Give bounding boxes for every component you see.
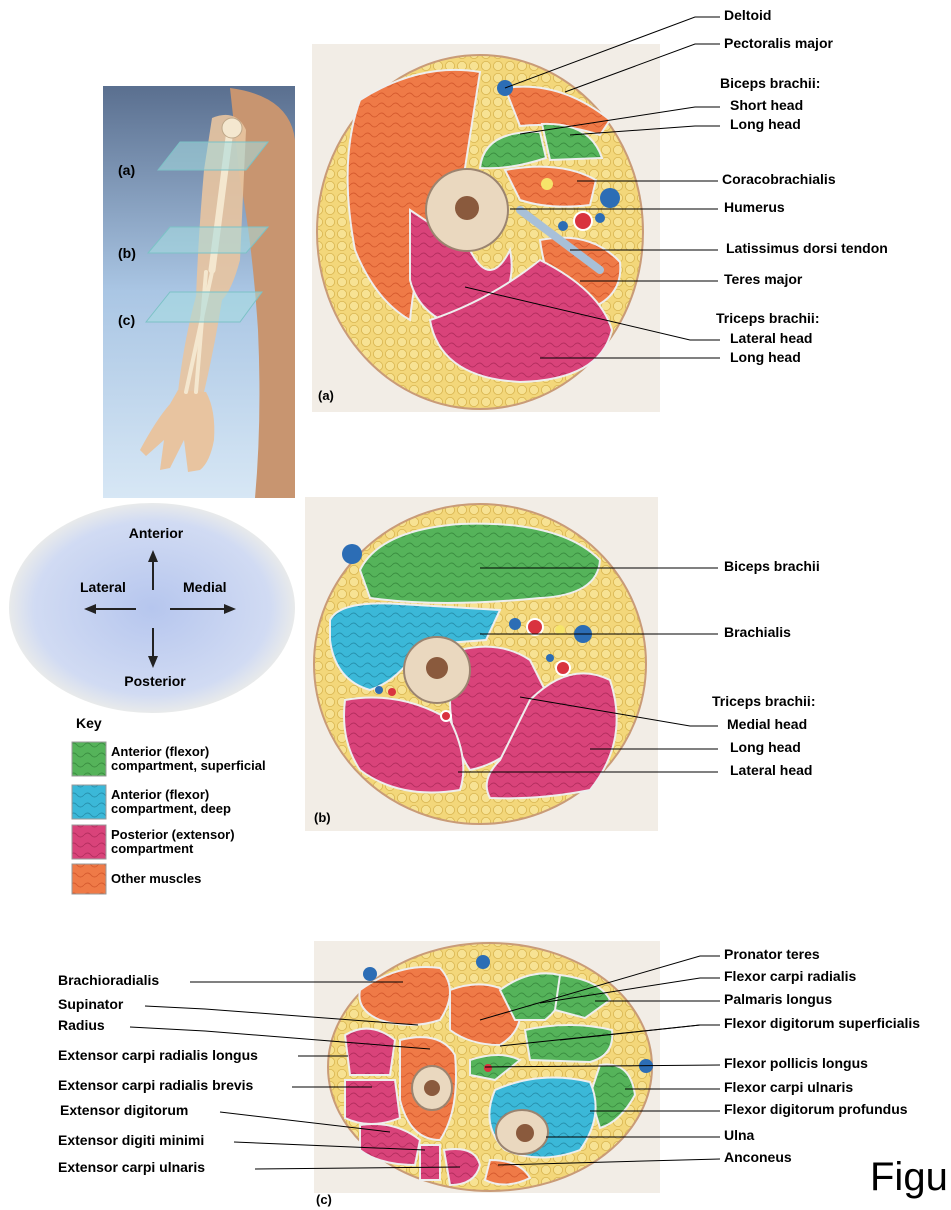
label-ulna: Ulna — [724, 1127, 755, 1143]
vein-a-2 — [558, 221, 568, 231]
label-palmaris-longus: Palmaris longus — [724, 991, 832, 1007]
key-item-1-line2: compartment, superficial — [111, 758, 266, 773]
label-pectoralis-major: Pectoralis major — [724, 35, 833, 51]
label-flexor-carpi-ulnaris: Flexor carpi ulnaris — [724, 1079, 853, 1095]
label-ecrl: Extensor carpi radialis longus — [58, 1047, 258, 1063]
label-pronator-teres: Pronator teres — [724, 946, 820, 962]
label-medial: Medial — [183, 579, 227, 595]
arm-level-a: (a) — [118, 162, 135, 178]
basilic-vein-a — [600, 188, 620, 208]
key-item-3-line1: Posterior (extensor) — [111, 827, 235, 842]
cross-section-b: (b) — [305, 497, 658, 831]
label-long-head-b: Long head — [730, 739, 801, 755]
arm-level-c: (c) — [118, 312, 135, 328]
figure-caption: Figu — [870, 1155, 948, 1199]
label-flexor-carpi-radialis: Flexor carpi radialis — [724, 968, 856, 984]
orientation-compass: Anterior Posterior Lateral Medial — [9, 503, 295, 713]
color-key: Key Anterior (flexor) compartment, super… — [72, 715, 266, 894]
humerus-marrow-b — [426, 657, 448, 679]
cross-section-a: (a) — [312, 44, 660, 412]
key-swatch-posterior — [72, 825, 106, 859]
cephalic-vein-b — [342, 544, 362, 564]
key-item-4-line1: Other muscles — [111, 871, 201, 886]
humeral-head — [222, 118, 242, 138]
vein-b-3 — [375, 686, 383, 694]
label-lateral-head-b: Lateral head — [730, 762, 812, 778]
flexor-digitorum-superficialis-muscle — [525, 1025, 612, 1062]
label-short-head: Short head — [730, 97, 803, 113]
label-brachialis: Brachialis — [724, 624, 791, 640]
label-anconeus: Anconeus — [724, 1149, 792, 1165]
labels-b: Biceps brachii Brachialis Triceps brachi… — [712, 558, 820, 778]
median-vein-c — [476, 955, 490, 969]
key-item-2-line2: compartment, deep — [111, 801, 231, 816]
label-extensor-digitorum: Extensor digitorum — [60, 1102, 188, 1118]
label-radius: Radius — [58, 1017, 105, 1033]
label-triceps-group-b: Triceps brachii: — [712, 693, 815, 709]
artery-b-2 — [556, 661, 570, 675]
nerve-a — [541, 178, 553, 190]
artery-b-4 — [388, 688, 396, 696]
humerus-marrow — [455, 196, 479, 220]
key-item-2-line1: Anterior (flexor) — [111, 787, 209, 802]
label-extensor-digiti-minimi: Extensor digiti minimi — [58, 1132, 204, 1148]
label-deltoid: Deltoid — [724, 7, 771, 23]
arm-illustration: (a) (b) (c) — [103, 86, 295, 498]
ecrl-muscle — [345, 1029, 395, 1075]
label-triceps-group-a: Triceps brachii: — [716, 310, 819, 326]
label-flexor-pollicis-longus: Flexor pollicis longus — [724, 1055, 868, 1071]
brachial-artery-b — [527, 619, 543, 635]
label-teres-major: Teres major — [724, 271, 803, 287]
label-anterior: Anterior — [129, 525, 184, 541]
label-lateral-head-a: Lateral head — [730, 330, 812, 346]
label-latissimus: Latissimus dorsi tendon — [726, 240, 888, 256]
label-supinator: Supinator — [58, 996, 124, 1012]
label-ecrb: Extensor carpi radialis brevis — [58, 1077, 254, 1093]
labels-c-left: Brachioradialis Supinator Radius Extenso… — [58, 972, 258, 1175]
label-extensor-carpi-ulnaris: Extensor carpi ulnaris — [58, 1159, 205, 1175]
brachial-vein-a — [595, 213, 605, 223]
label-coracobrachialis: Coracobrachialis — [722, 171, 836, 187]
brachial-artery-a — [574, 212, 592, 230]
label-long-head-biceps: Long head — [730, 116, 801, 132]
radius-marrow — [424, 1080, 440, 1096]
label-biceps-group-a: Biceps brachii: — [720, 75, 820, 91]
section-b-tag: (b) — [314, 810, 331, 825]
vein-b-1 — [509, 618, 521, 630]
section-a-tag: (a) — [318, 388, 334, 403]
artery-b-3 — [441, 711, 451, 721]
key-swatch-anterior-deep — [72, 785, 106, 819]
label-lateral: Lateral — [80, 579, 126, 595]
label-posterior: Posterior — [124, 673, 186, 689]
label-humerus: Humerus — [724, 199, 785, 215]
labels-a: Deltoid Pectoralis major Biceps brachii:… — [716, 7, 888, 365]
cross-section-c: (c) — [314, 941, 660, 1207]
label-brachioradialis: Brachioradialis — [58, 972, 159, 988]
key-item-1-line1: Anterior (flexor) — [111, 744, 209, 759]
cephalic-vein-c — [363, 967, 377, 981]
key-title: Key — [76, 715, 102, 731]
key-swatch-other — [72, 864, 106, 894]
label-flexor-digitorum-superficialis: Flexor digitorum superficialis — [724, 1015, 920, 1031]
ulna-marrow — [516, 1124, 534, 1142]
section-c-tag: (c) — [316, 1192, 332, 1207]
vein-b-2 — [546, 654, 554, 662]
key-item-3-line2: compartment — [111, 841, 194, 856]
label-medial-head: Medial head — [727, 716, 807, 732]
arm-level-b: (b) — [118, 245, 136, 261]
key-swatch-anterior-superficial — [72, 742, 106, 776]
labels-c-right: Pronator teres Flexor carpi radialis Pal… — [724, 946, 920, 1165]
label-triceps-long-head-a: Long head — [730, 349, 801, 365]
artery-c — [484, 1064, 492, 1072]
label-biceps-b: Biceps brachii — [724, 558, 820, 574]
label-flexor-digitorum-profundus: Flexor digitorum profundus — [724, 1101, 908, 1117]
